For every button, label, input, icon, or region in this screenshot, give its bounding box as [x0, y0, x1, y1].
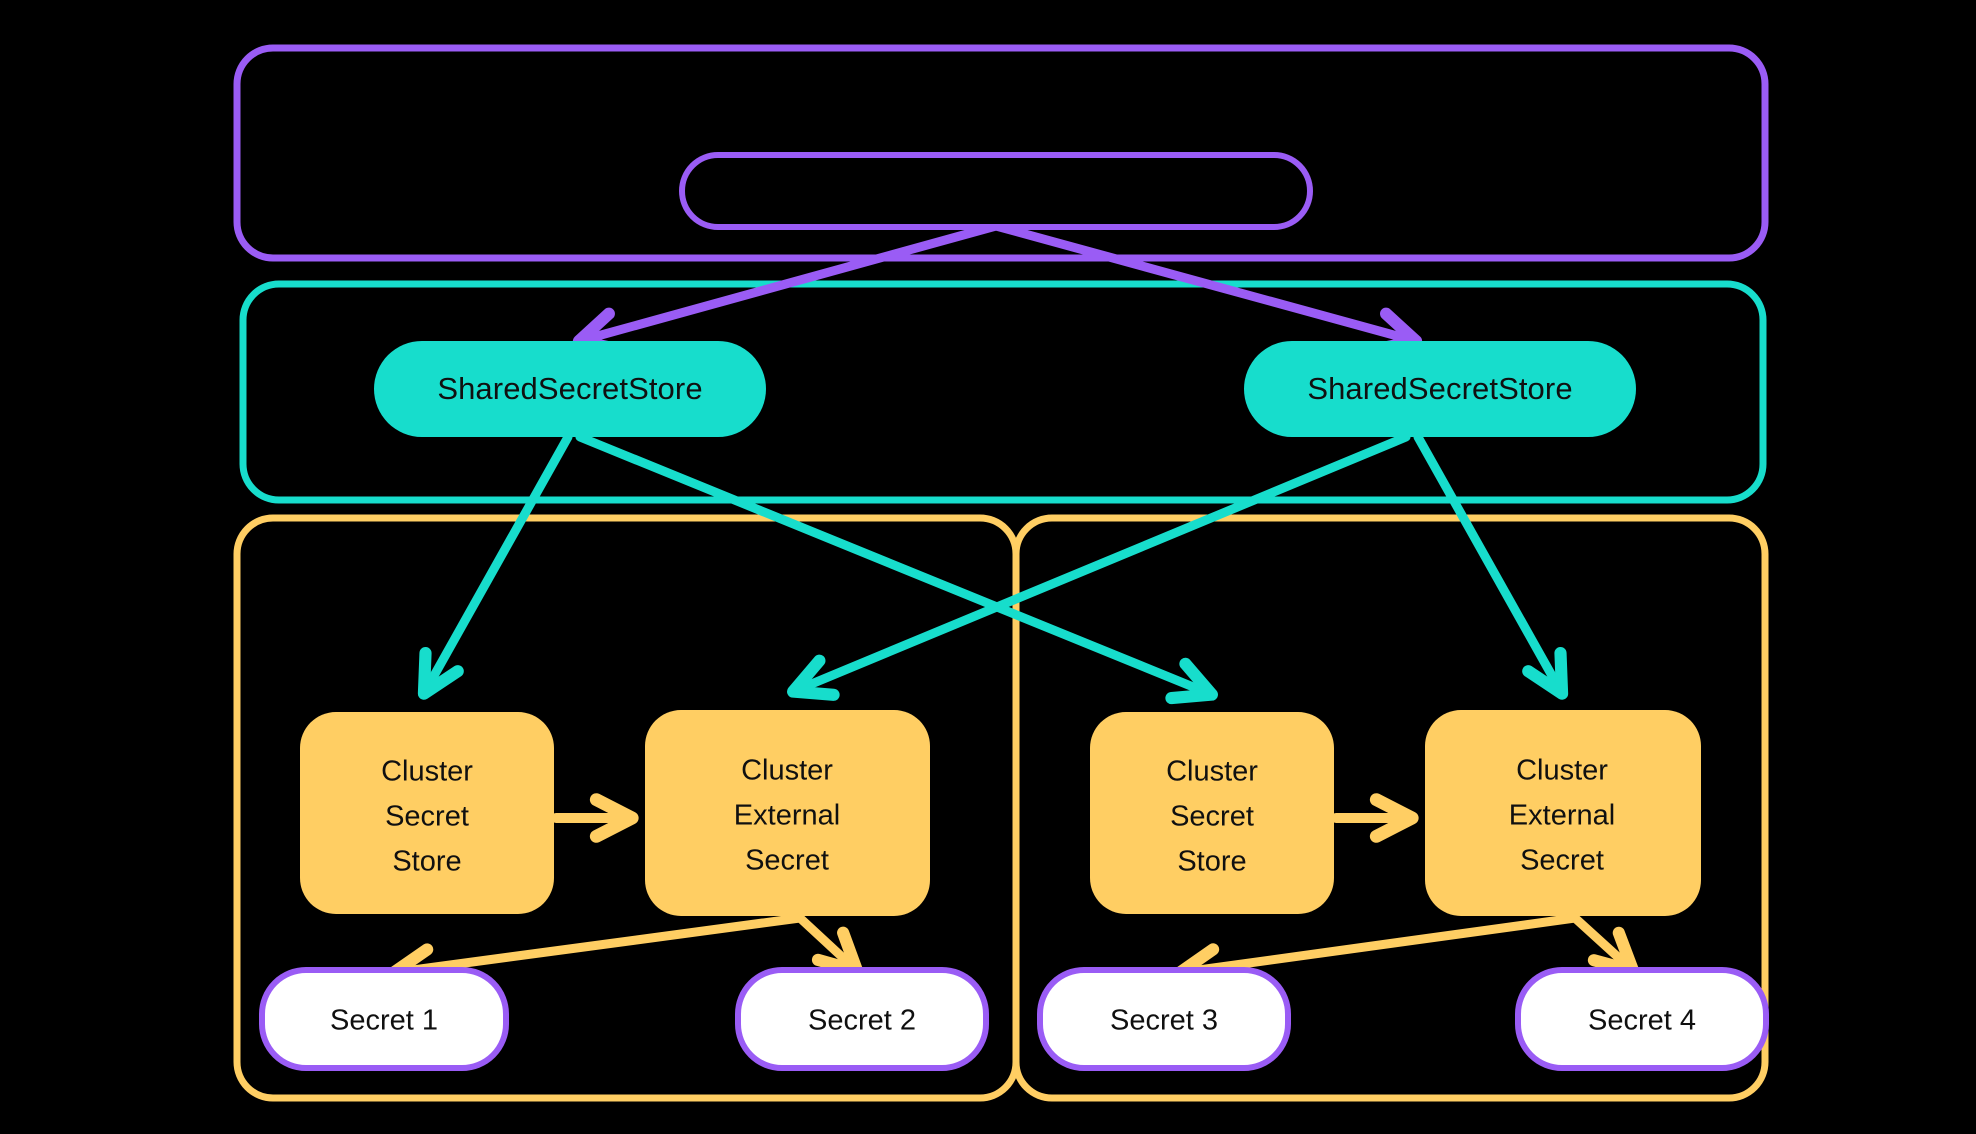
edge-ces-left-to-secret-1 — [387, 913, 805, 993]
secret-4-shape[interactable] — [1515, 967, 1769, 1071]
cluster-secret-store-left-line2: Secret — [385, 801, 469, 833]
cluster-external-secret-left-line2: External — [734, 800, 840, 832]
shared-secret-store-left-label: SharedSecretStore — [437, 371, 702, 406]
cluster-external-secret-left-line1: Cluster — [741, 755, 833, 787]
cluster-external-secret-right-line2: External — [1509, 800, 1615, 832]
root-pill-shape[interactable] — [679, 152, 1313, 230]
cluster-secret-store-right-line2: Secret — [1170, 801, 1254, 833]
edge-ces-right-to-secret-4 — [1570, 913, 1640, 977]
node-shared-secret-store-right[interactable]: SharedSecretStore — [1244, 341, 1636, 437]
secret-4-label: Secret 4 — [1588, 1005, 1696, 1037]
edge-group — [417, 221, 1569, 705]
edge-group-secret — [387, 913, 1640, 993]
shared-secret-store-left-shape[interactable] — [374, 341, 766, 437]
cluster-external-secret-left-line3: Secret — [745, 845, 829, 877]
secret-1-label: Secret 1 — [330, 1005, 438, 1037]
cluster-secret-store-right-shape[interactable] — [1090, 712, 1334, 914]
cluster-secret-store-left-shape[interactable] — [300, 712, 554, 914]
edge-shared-right-to-ces-right — [1413, 432, 1569, 700]
cluster-external-secret-right-line3: Secret — [1520, 845, 1604, 877]
cluster-external-secret-right-shape[interactable] — [1425, 710, 1701, 916]
cluster-external-secret-left-shape[interactable] — [645, 710, 930, 916]
cluster-secret-store-right-line3: Store — [1177, 846, 1246, 878]
shared-secret-store-right-label: SharedSecretStore — [1307, 371, 1572, 406]
edge-root-to-shared-left — [572, 221, 1001, 356]
secret-3-label: Secret 3 — [1110, 1005, 1218, 1037]
node-secret-1[interactable]: Secret 1 — [259, 967, 509, 1071]
cluster-secret-store-right-line1: Cluster — [1166, 756, 1258, 788]
node-cluster-secret-store-left[interactable]: Cluster Secret Store — [300, 712, 554, 914]
edge-root-to-shared-right — [991, 221, 1423, 356]
node-cluster-secret-store-right[interactable]: Cluster Secret Store — [1090, 712, 1334, 914]
node-cluster-external-secret-left[interactable]: Cluster External Secret — [645, 710, 930, 916]
cluster-external-secret-right-line1: Cluster — [1516, 755, 1608, 787]
secret-2-shape[interactable] — [735, 967, 989, 1071]
secret-2-label: Secret 2 — [808, 1005, 916, 1037]
teal-container[interactable] — [239, 280, 1767, 504]
yellow-container-right[interactable] — [1012, 514, 1769, 1102]
edge-ces-right-to-secret-3 — [1173, 913, 1580, 993]
node-secret-2[interactable]: Secret 2 — [735, 967, 989, 1071]
root-pill-node[interactable] — [679, 152, 1313, 230]
shared-secret-store-right-shape[interactable] — [1244, 341, 1636, 437]
cluster-secret-store-left-line3: Store — [392, 846, 461, 878]
edge-ces-left-to-secret-2 — [795, 913, 864, 977]
node-secret-4[interactable]: Secret 4 — [1515, 967, 1769, 1071]
purple-container[interactable] — [233, 44, 1769, 262]
edge-shared-right-to-ces-left — [787, 432, 1411, 701]
secret-3-shape[interactable] — [1037, 967, 1291, 1071]
secret-1-shape[interactable] — [259, 967, 509, 1071]
cluster-secret-store-left-line1: Cluster — [381, 756, 473, 788]
node-shared-secret-store-left[interactable]: SharedSecretStore — [374, 341, 766, 437]
node-secret-3[interactable]: Secret 3 — [1037, 967, 1291, 1071]
edge-shared-left-to-css-left — [417, 432, 573, 700]
node-cluster-external-secret-right[interactable]: Cluster External Secret — [1425, 710, 1701, 916]
edge-shared-left-to-css-right — [575, 432, 1218, 705]
container-group — [233, 44, 1769, 1102]
